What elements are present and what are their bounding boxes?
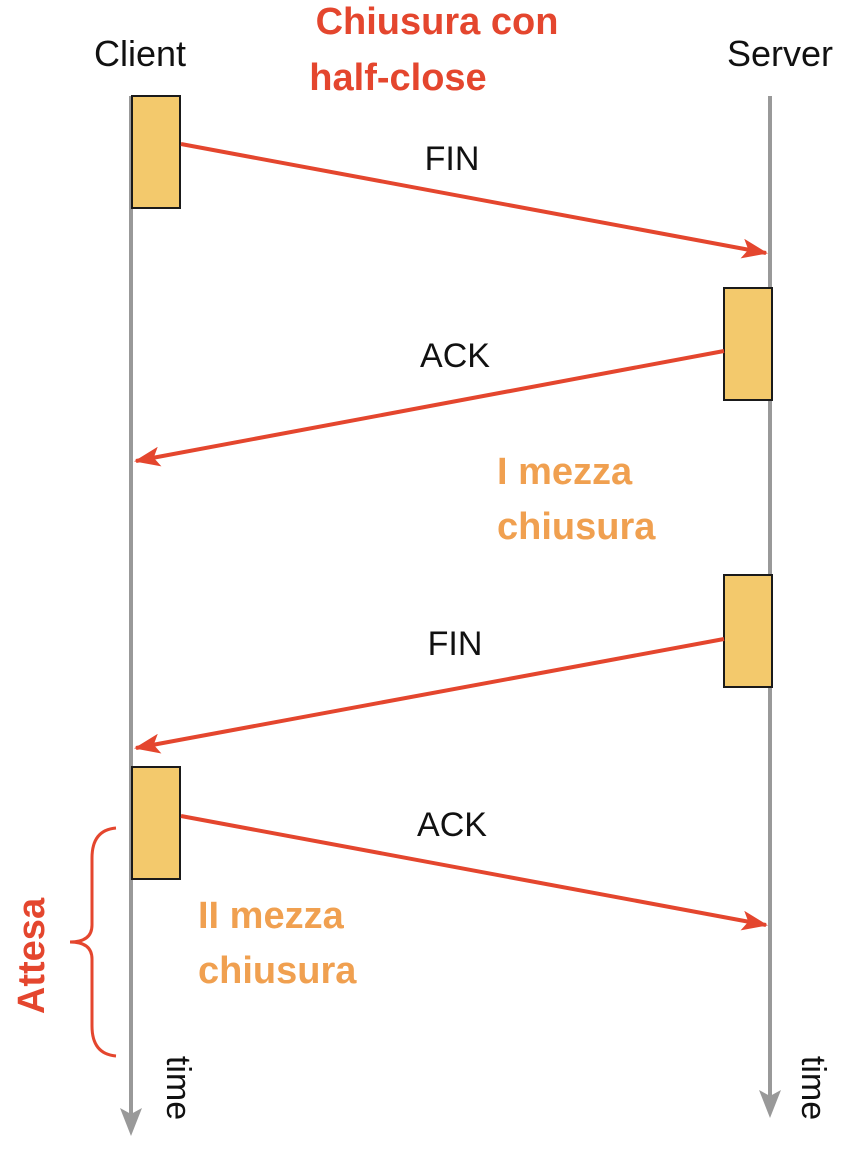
title-line-1: Chiusura con	[316, 1, 559, 43]
client-label: Client	[94, 33, 186, 74]
first-half-close-label-line-1: I mezza	[497, 451, 633, 493]
message-label: ACK	[420, 337, 490, 375]
second-half-close-label-line-1: II mezza	[198, 895, 345, 937]
server-activation-box	[723, 574, 773, 688]
message-label: ACK	[417, 806, 487, 844]
client-time-label: time	[159, 1056, 197, 1120]
server-activation-box	[723, 287, 773, 401]
message-label: FIN	[425, 140, 480, 178]
second-half-close-label-line-2: chiusura	[198, 950, 357, 992]
wait-label: Attesa	[11, 897, 53, 1014]
ack-arrow-client-to-server	[180, 814, 768, 931]
first-half-close-label-line-2: chiusura	[497, 506, 656, 548]
client-activation-box	[131, 766, 181, 880]
message-label: FIN	[428, 625, 483, 663]
server-time-label: time	[794, 1056, 832, 1120]
server-timeline-arrowhead	[759, 1090, 781, 1118]
ack-arrow-server-to-client	[134, 349, 725, 467]
client-timeline-arrowhead	[120, 1108, 142, 1136]
wait-brace	[69, 826, 117, 1058]
fin-arrow-client-to-server	[180, 142, 768, 259]
client-activation-box	[131, 95, 181, 209]
fin-arrow-server-to-client	[134, 637, 725, 754]
title-line-2: half-close	[309, 57, 486, 99]
server-label: Server	[727, 33, 833, 74]
